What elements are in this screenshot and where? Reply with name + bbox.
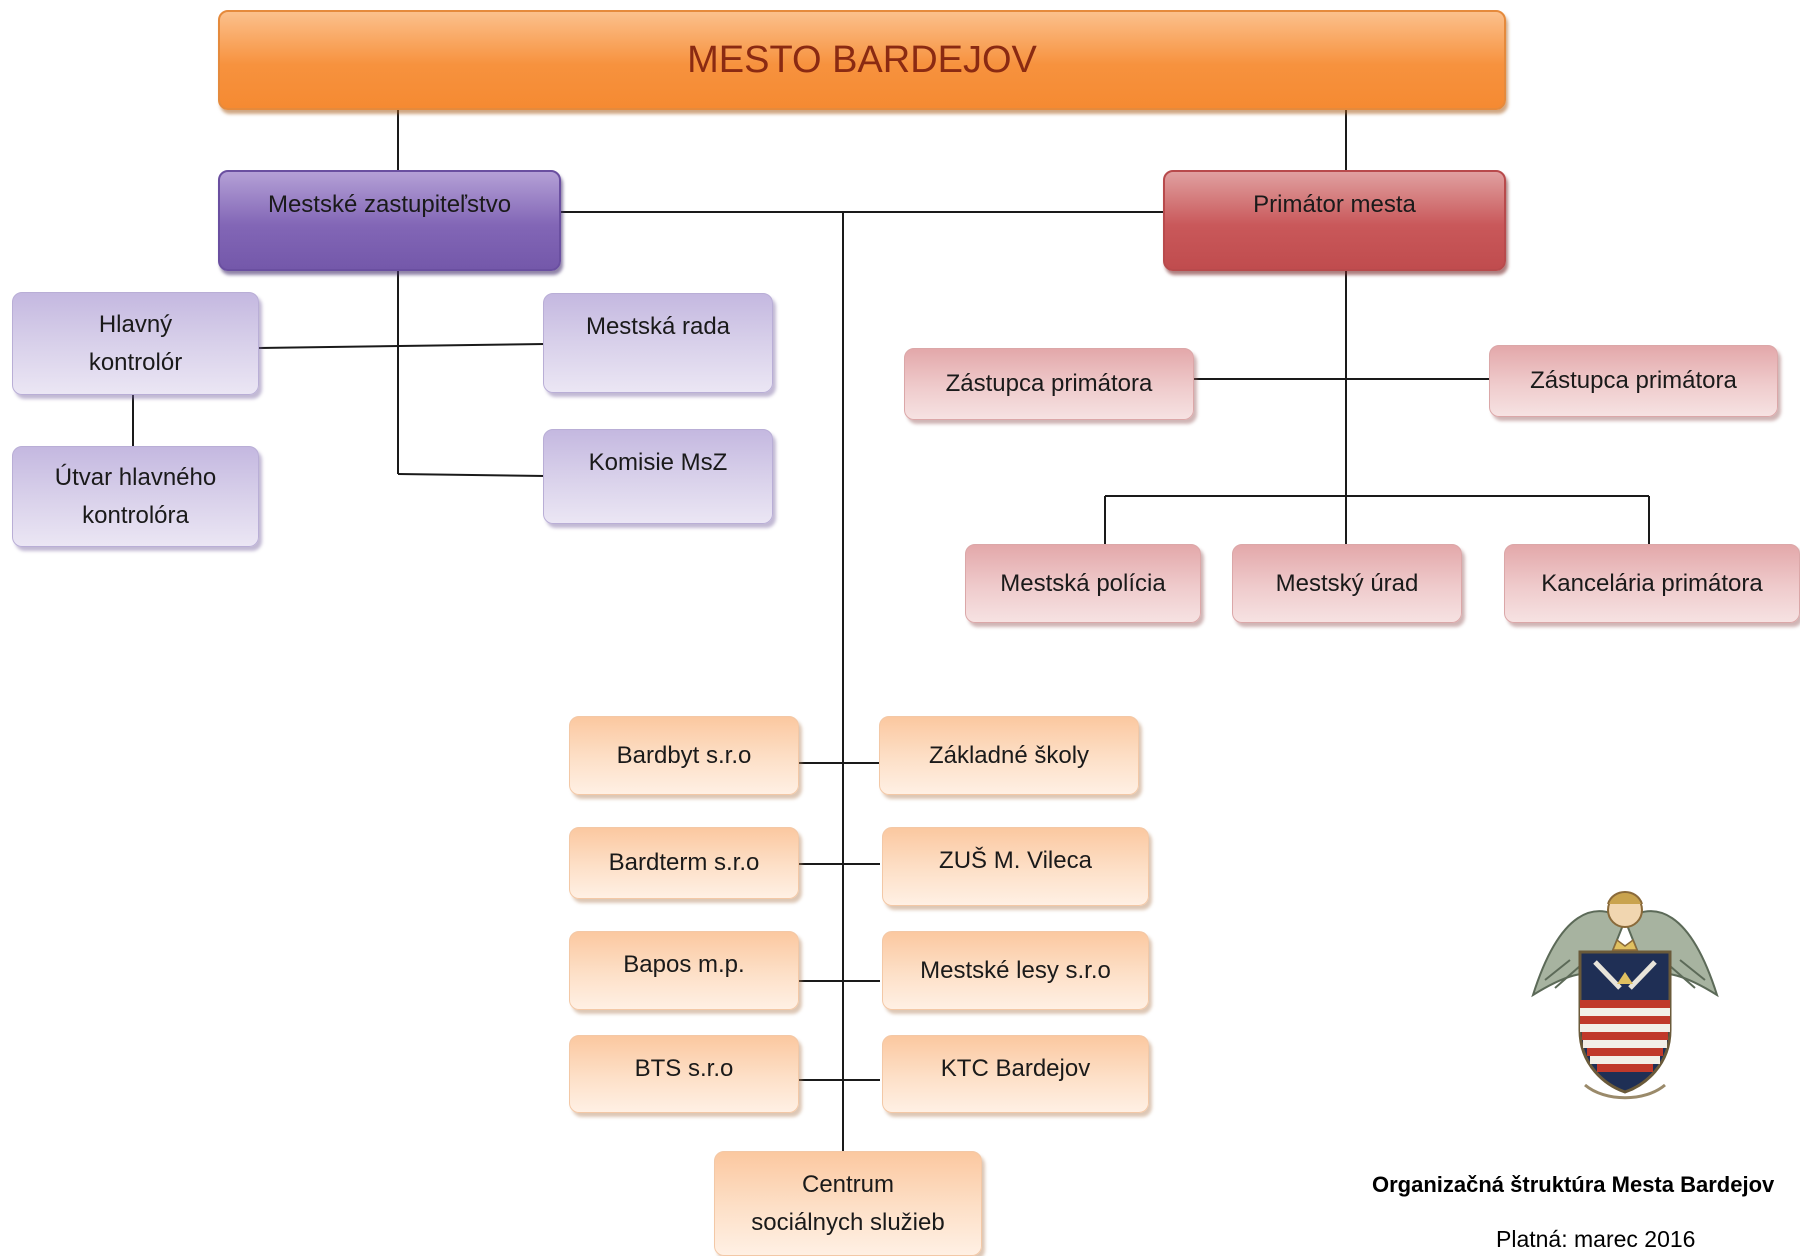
org-bts-node: BTS s.r.o (569, 1035, 799, 1113)
city-office-node: Mestský úrad (1232, 544, 1462, 623)
deputy-mayor-right-node: Zástupca primátora (1489, 345, 1778, 417)
org-schools-node: Základné školy (879, 716, 1139, 795)
mayor-office-node: Kancelária primátora (1504, 544, 1800, 623)
org-zus-node: ZUŠ M. Vileca (882, 827, 1149, 906)
chief-controller-node: Hlavný kontrolór (12, 292, 259, 395)
city-police-node: Mestská polícia (965, 544, 1201, 623)
bardejov-coat-of-arms-icon (1531, 891, 1719, 1100)
commissions-node: Komisie MsZ (543, 429, 773, 524)
chart-title: Organizačná štruktúra Mesta Bardejov (1372, 1172, 1775, 1197)
city-board-node: Mestská rada (543, 293, 773, 393)
council-node: Mestské zastupiteľstvo (218, 170, 561, 271)
org-bardterm-node: Bardterm s.r.o (569, 827, 799, 899)
root-node: MESTO BARDEJOV (218, 10, 1506, 110)
controller-office-node: Útvar hlavného kontrolóra (12, 446, 259, 547)
deputy-mayor-left-node: Zástupca primátora (904, 348, 1194, 420)
validity-date: Platná: marec 2016 (1496, 1226, 1696, 1252)
mayor-node: Primátor mesta (1163, 170, 1506, 271)
org-social-services-node: Centrum sociálnych služieb (714, 1151, 982, 1256)
org-bardbyt-node: Bardbyt s.r.o (569, 716, 799, 795)
org-ktc-node: KTC Bardejov (882, 1035, 1149, 1113)
org-bapos-node: Bapos m.p. (569, 931, 799, 1010)
org-forests-node: Mestské lesy s.r.o (882, 931, 1149, 1010)
